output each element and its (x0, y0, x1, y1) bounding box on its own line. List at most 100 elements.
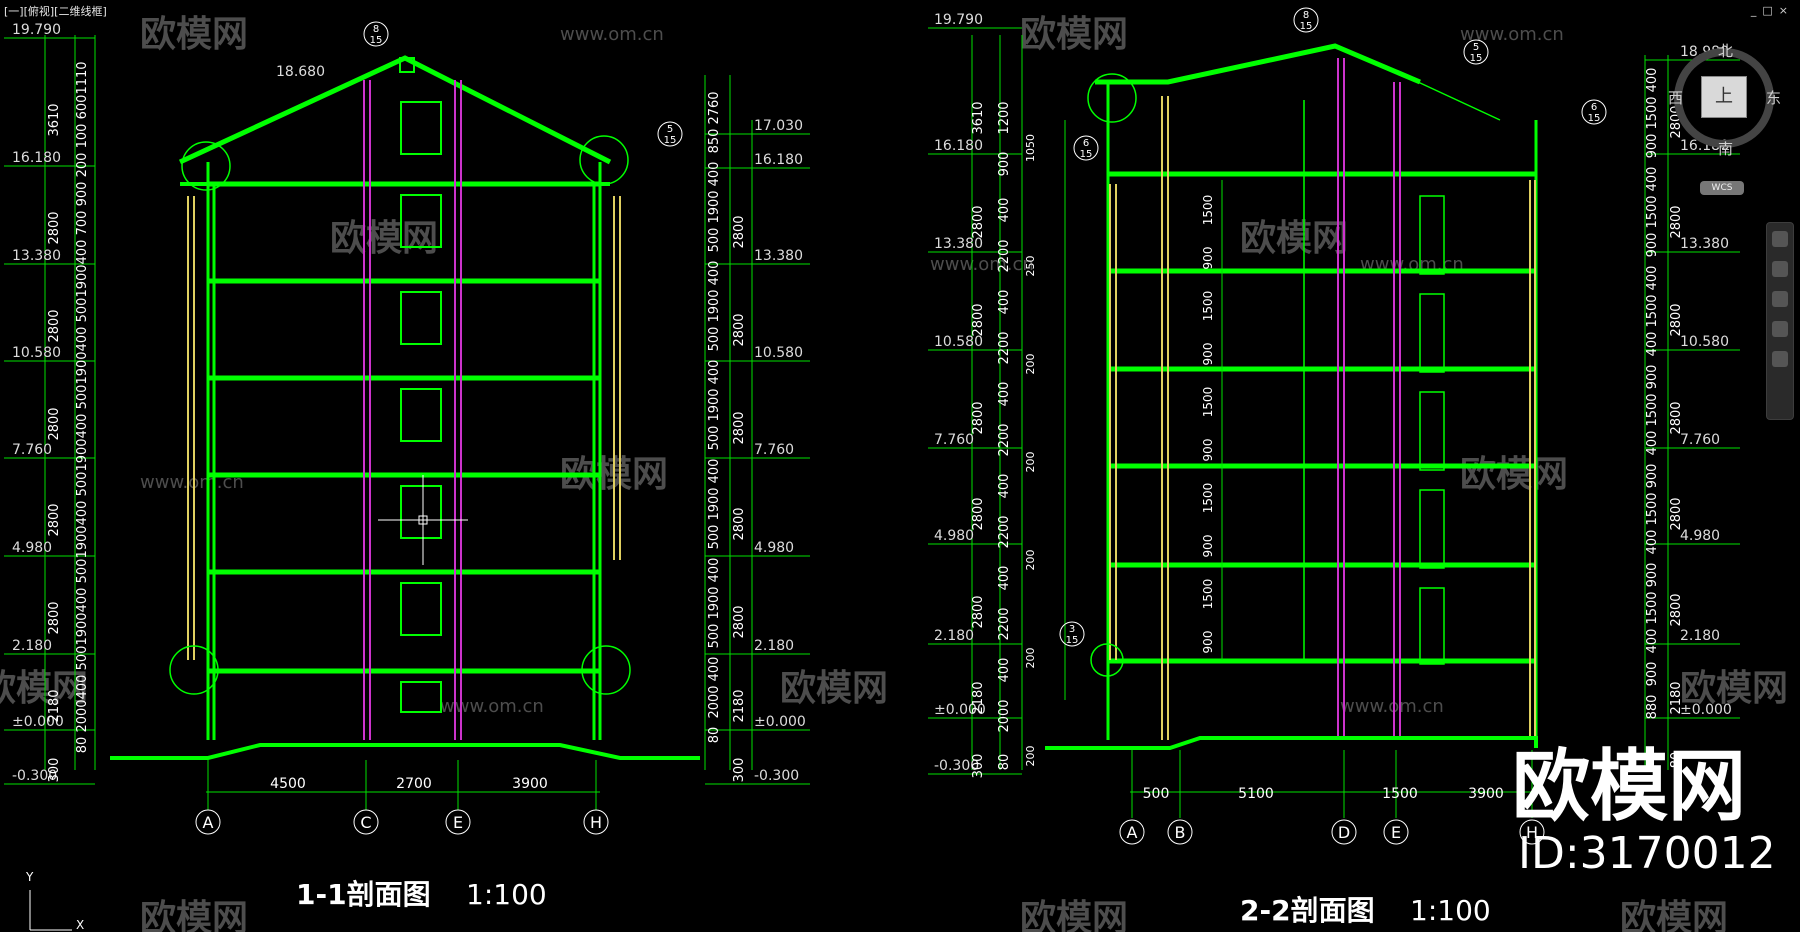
section1-dim-left-inner: 400 (75, 501, 90, 526)
section1-dim-right-inner: 400 (707, 360, 722, 385)
section2-dim-mid: 900 (1201, 439, 1215, 462)
watermark-brand-text: 欧模网 (1620, 898, 1728, 932)
section2-dim-right-outer: 2180 (1669, 681, 1684, 714)
section2-axis-label: H (1526, 823, 1538, 842)
section2-dim-mid: 900 (1201, 247, 1215, 270)
section2-callout-num: 8 (1303, 10, 1309, 21)
section2-dim-left-small: 200 (1024, 648, 1037, 669)
roof-outline-2b (1417, 81, 1501, 121)
section2-detail-callout (1059, 621, 1085, 647)
section1-level-left: 16.180 (12, 150, 61, 166)
section1-dim-left-outer: 2800 (47, 309, 62, 342)
watermark-brand-text: 欧模网 (1460, 454, 1568, 495)
compass-east[interactable]: 东 (1766, 89, 1782, 107)
detail-circle-roof-left (181, 141, 231, 191)
section1-level-right: 16.180 (754, 152, 803, 168)
section1-level-left: 19.790 (12, 22, 61, 38)
section2-dim-left-inner: 2200 (997, 515, 1012, 548)
wcs-menu[interactable]: WCS (1700, 181, 1744, 195)
section1-dim-left-inner: 400 (75, 588, 90, 613)
section2-axis-bubble (1167, 819, 1193, 845)
section1-dim-left-inner: 500 (75, 559, 90, 584)
viewcube[interactable]: 北 南 西 东 上 (1668, 40, 1782, 158)
section2-dim-left-inner: 80 (997, 754, 1012, 771)
section1-callout-sheet: 15 (370, 35, 383, 46)
section1-dim-left-inner: 200 (75, 153, 90, 178)
section1-dim-right-inner: 500 (707, 426, 722, 451)
section1-dim-right-outer: 2180 (732, 689, 747, 722)
section2-dim-right-inner: 900 (1645, 464, 1660, 489)
section2-callout-num: 6 (1083, 138, 1089, 149)
detail-circle-2b (1090, 643, 1124, 677)
section1-dim-right-outer: 2800 (732, 605, 747, 638)
section1-dim-right-inner: 400 (707, 261, 722, 286)
section2-dim-mid: 1500 (1201, 291, 1215, 322)
viewcube-top-face[interactable]: 上 (1701, 76, 1747, 118)
section2-dim-right-inner: 400 (1645, 530, 1660, 555)
compass-south[interactable]: 南 (1718, 140, 1734, 158)
detail-circle-2a (1087, 73, 1137, 123)
section1-detail-callout (363, 21, 389, 47)
navigation-bar[interactable] (1766, 222, 1794, 420)
section2-dim-right-inner: 900 (1645, 365, 1660, 390)
section2-dim-left-small: 200 (1024, 550, 1037, 571)
viewport-label[interactable]: [一][俯视][二维线框] (4, 5, 107, 18)
section2-dim-right-inner: 400 (1645, 167, 1660, 192)
section1-level-left: 7.760 (12, 442, 52, 458)
detail-circle-base-right (581, 645, 631, 695)
compass-north[interactable]: 北 (1718, 42, 1734, 60)
section1-roof-level: 18.680 (276, 64, 325, 80)
section2-dim-right-outer: 2800 (1669, 401, 1684, 434)
zoom-icon[interactable] (1772, 291, 1788, 307)
section2-dim-left-outer: 2800 (971, 303, 986, 336)
section2-dim-left-outer: 2800 (971, 401, 986, 434)
section1-dim-left-inner: 2000 (75, 699, 90, 732)
section1-level-right: 13.380 (754, 248, 803, 264)
section2-span-dim: 1500 (1382, 786, 1418, 802)
section1-dim-left-inner: 400 (75, 675, 90, 700)
section1-dim-right-inner: 400 (707, 162, 722, 187)
close-icon[interactable]: × (1778, 4, 1794, 17)
section1-detail-callout (657, 121, 683, 147)
section2-dim-right-inner: 900 (1645, 662, 1660, 687)
watermark-logo-text: 欧模网 (1512, 742, 1747, 832)
watermark-brand-text: 欧模网 (780, 668, 888, 709)
section2-dim-right-outer: 2800 (1669, 593, 1684, 626)
viewport-window-controls[interactable]: _□× (1751, 4, 1794, 17)
section1-axis-label: H (590, 813, 602, 832)
roof-outline (178, 55, 612, 165)
section2-level-left: 16.180 (934, 138, 983, 154)
window-strips (187, 196, 621, 660)
section1-dim-right-inner: 1900 (707, 289, 722, 322)
section2-span-dim: 500 (1143, 786, 1170, 802)
crosshair-cursor (378, 475, 468, 565)
orbit-icon[interactable] (1772, 321, 1788, 337)
minimize-icon[interactable]: _ (1750, 4, 1763, 17)
section2-callout-num: 5 (1473, 42, 1479, 53)
showmotion-icon[interactable] (1772, 351, 1788, 367)
compass-west[interactable]: 西 (1668, 89, 1684, 107)
section2-dim-left-outer: 3610 (971, 101, 986, 134)
section1-level-left: 10.580 (12, 345, 61, 361)
section1-dim-left-inner: 100 (75, 124, 90, 149)
pan-icon[interactable] (1772, 261, 1788, 277)
steering-wheel-icon[interactable] (1772, 231, 1788, 247)
section1-dim-right-inner: 80 (707, 727, 722, 744)
window-strips-2 (1109, 96, 1536, 740)
section1-dim-left-inner: 80 (75, 737, 90, 754)
section2-dim-right-outer: 2800 (1669, 303, 1684, 336)
section2-callout-sheet: 15 (1470, 53, 1483, 64)
section1-axis-label: E (453, 813, 463, 832)
restore-icon[interactable]: □ (1762, 4, 1779, 17)
section1-dim-left-inner: 400 (75, 414, 90, 439)
section1-dim-left-inner: 1900 (75, 612, 90, 645)
section2-dim-mid: 1500 (1201, 195, 1215, 226)
section2-callout-num: 3 (1069, 624, 1075, 635)
axis-lines-2 (1131, 750, 1533, 818)
section2-dim-right-inner: 1500 (1645, 96, 1660, 129)
watermark-layer: 欧模网欧模网欧模网欧模网欧模网欧模网欧模网欧模网欧模网欧模网欧模网欧模网www.… (0, 14, 1788, 932)
section2-axis-label: A (1127, 823, 1138, 842)
watermark-id: ID:3170012 (1518, 828, 1776, 879)
section2-level-left: -0.300 (934, 758, 979, 774)
